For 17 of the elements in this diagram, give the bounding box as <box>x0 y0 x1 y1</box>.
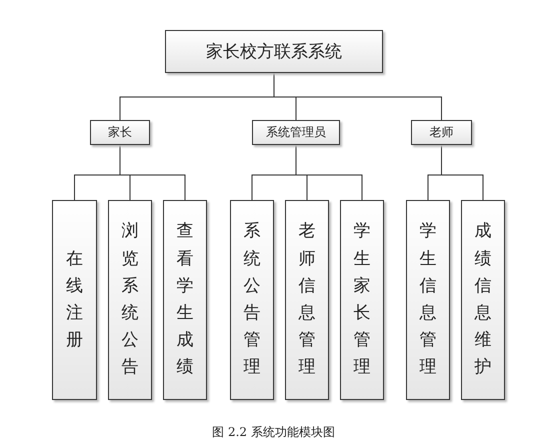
caption: 图 2.2 系统功能模块图 <box>211 424 336 441</box>
module-box: 老师 <box>411 120 472 145</box>
function-box: 浏览系统公告 <box>108 200 152 400</box>
connector-line <box>274 72 442 120</box>
function-box: 系统公告管理 <box>230 200 274 400</box>
function-box: 成绩信息维护 <box>461 200 505 400</box>
connector-line <box>441 144 484 200</box>
module-box: 家长 <box>90 120 150 145</box>
function-box: 在线注册 <box>52 200 97 400</box>
system-box: 家长校方联系系统 <box>165 30 383 73</box>
function-box: 查看学生成绩 <box>163 200 207 400</box>
function-box: 老师信息管理 <box>285 200 329 400</box>
connector-line <box>296 144 362 200</box>
module-box: 系统管理员 <box>252 120 340 145</box>
function-box: 学生信息管理 <box>406 200 450 400</box>
connector-line <box>120 144 186 200</box>
function-box: 学生家长管理 <box>340 200 384 400</box>
